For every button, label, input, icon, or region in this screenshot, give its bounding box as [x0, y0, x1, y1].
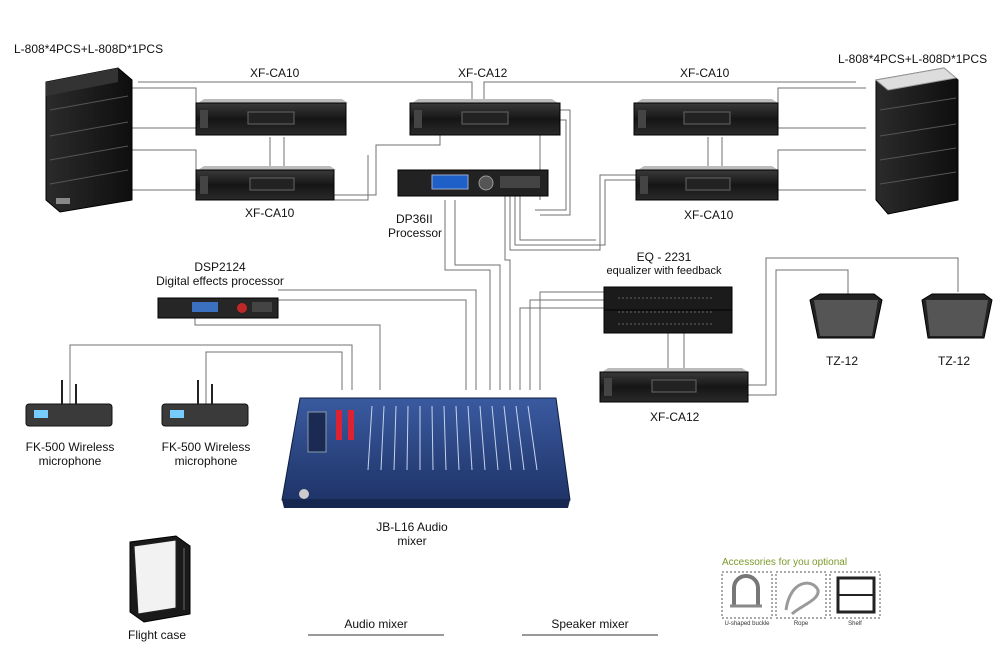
mixer-label-line1: JB-L16 Audio	[376, 520, 448, 534]
monitor-left	[809, 293, 883, 339]
dsp2124-unit	[157, 297, 279, 319]
monitor-right-label: TZ-12	[938, 354, 971, 368]
eq-name-label: EQ - 2231	[636, 250, 692, 264]
mic2-label-line1: FK-500 Wireless	[161, 440, 251, 454]
amp-top-right-label: XF-CA10	[680, 66, 730, 80]
mixer-jb-l16	[281, 397, 571, 508]
mixer-label-line2: mixer	[397, 534, 427, 548]
wireless-mic-1	[25, 380, 113, 427]
amp-bottom-left-label: XF-CA10	[245, 206, 295, 220]
amp-top-left	[195, 99, 348, 136]
accessories-title: Accessories for you optional	[722, 557, 848, 568]
mic1-label-line2: microphone	[38, 454, 102, 468]
amp-top-mid	[409, 99, 561, 136]
acc-rope-label: Rope	[793, 621, 809, 627]
monitor-right	[921, 293, 993, 339]
mic1-label-line1: FK-500 Wireless	[25, 440, 115, 454]
amp-top-mid-label: XF-CA12	[458, 66, 508, 80]
processor-name-label: DP36II	[396, 212, 433, 226]
processor-type-label: Processor	[388, 226, 443, 240]
right-array-label: L-808*4PCS+L-808D*1PCS	[838, 52, 988, 66]
left-line-array	[45, 67, 133, 213]
flight-case	[129, 535, 191, 623]
amp-bottom-right-label: XF-CA10	[684, 208, 734, 222]
amp-top-right	[633, 99, 779, 136]
left-array-label: L-808*4PCS+L-808D*1PCS	[14, 42, 164, 56]
amp-bottom-right	[635, 166, 779, 201]
monitor-left-label: TZ-12	[826, 354, 859, 368]
eq-2231-unit	[603, 286, 733, 334]
mic2-label-line2: microphone	[174, 454, 238, 468]
acc-shelf-label: Shelf	[848, 621, 862, 627]
processor-dp36ii	[397, 169, 549, 197]
accessories-panel	[721, 571, 881, 619]
acc-buckle-label: U-shaped buckle	[724, 621, 770, 627]
amp-bottom-left	[195, 166, 336, 201]
amp-top-left-label: XF-CA10	[250, 66, 300, 80]
signal-wires	[69, 81, 959, 405]
legend-speaker-label: Speaker mixer	[551, 617, 629, 631]
flight-case-label: Flight case	[128, 628, 187, 642]
dsp-name-label: DSP2124	[194, 260, 246, 274]
amp-monitor	[599, 368, 749, 403]
amp-monitor-label: XF-CA12	[650, 410, 700, 424]
right-line-array	[874, 67, 959, 215]
dsp-type-label: Digital effects processor	[156, 274, 284, 288]
wireless-mic-2	[161, 380, 249, 427]
eq-type-label: equalizer with feedback	[606, 265, 722, 277]
legend-audio-label: Audio mixer	[344, 617, 408, 631]
